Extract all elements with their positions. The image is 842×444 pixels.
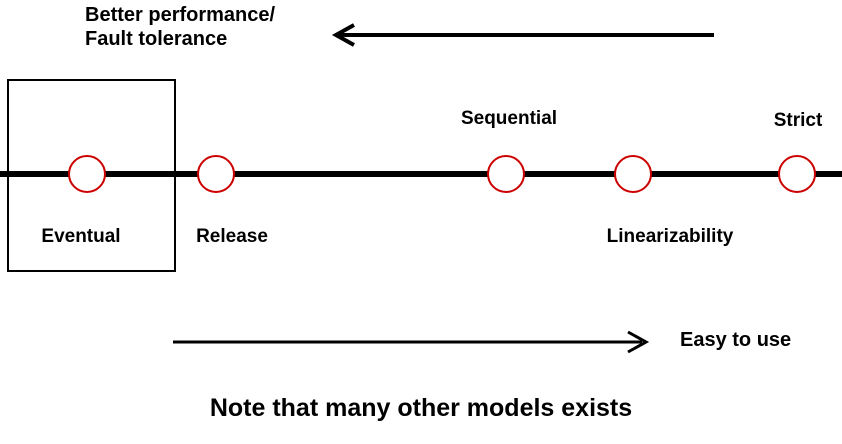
node-marker-sequential[interactable] [487, 155, 525, 193]
easy-to-use-arrow [173, 330, 650, 354]
node-marker-eventual[interactable] [68, 155, 106, 193]
better-performance-label-line1: Better performance/ [85, 4, 276, 26]
node-label-sequential: Sequential [460, 108, 558, 129]
node-marker-release[interactable] [197, 155, 235, 193]
better-performance-arrow [331, 23, 714, 47]
diagram-caption: Note that many other models exists [209, 394, 633, 422]
node-marker-linearizability[interactable] [614, 155, 652, 193]
node-marker-strict[interactable] [778, 155, 816, 193]
better-performance-label-line2: Fault tolerance [85, 27, 228, 50]
node-label-strict: Strict [773, 110, 823, 131]
better-performance-label: Better performance/ Fault tolerance [85, 4, 275, 51]
node-label-linearizability: Linearizability [606, 226, 734, 247]
node-label-release: Release [196, 226, 268, 247]
easy-to-use-label: Easy to use [680, 329, 792, 351]
node-label-eventual: Eventual [41, 226, 121, 247]
